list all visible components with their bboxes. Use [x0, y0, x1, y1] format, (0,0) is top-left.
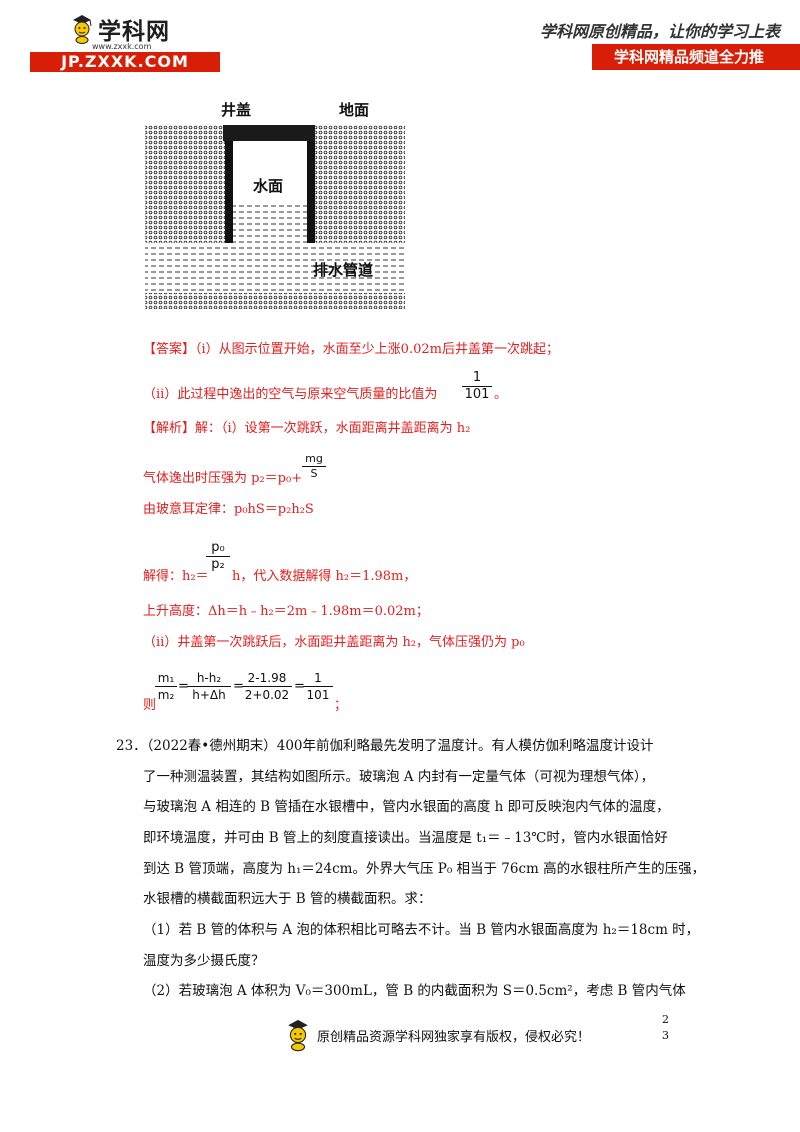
soil-bottom	[145, 293, 405, 309]
analysis-line-6: （ii）井盖第一次跳跃后，水面距井盖距离为 h₂，气体压强仍为 p₀	[143, 635, 525, 650]
question-line-9: （2）若玻璃泡 A 体积为 V₀＝300mL，管 B 的内截面积为 S＝0.5c…	[143, 983, 686, 999]
shaft-wall-right	[307, 141, 315, 243]
header-slogan-bar: 学科网精品频道全力推	[592, 44, 800, 70]
manhole-diagram	[145, 125, 405, 309]
pipe-water	[145, 243, 405, 293]
ratio-fraction-result: 1 101	[303, 670, 333, 703]
shaft-wall-left	[225, 141, 233, 243]
question-line-7: （1）若 B 管的体积与 A 泡的体积相比可略去不计。当 B 管内水银面高度为 …	[143, 922, 700, 938]
analysis-line-2: 气体逸出时压强为 p₂＝p₀+	[143, 471, 303, 486]
label-ground: 地面	[339, 101, 370, 119]
answer-line-2: （ii）此过程中逸出的空气与原来空气质量的比值为	[143, 387, 438, 402]
logo-top: 学科网	[70, 12, 170, 46]
answer-line-1: 【答案】（i）从图示位置开始，水面至少上涨0.02m后井盖第一次跳起；	[143, 342, 559, 357]
ratio-prefix: 则	[143, 698, 157, 713]
footer: 原创精品资源学科网独家享有版权，侵权必究！	[285, 1015, 590, 1055]
mascot-icon	[288, 1019, 308, 1052]
analysis-line-4: 解得：h₂＝	[143, 569, 209, 584]
label-pipe: 排水管道	[313, 261, 374, 279]
question-line-6: 水银槽的横截面积远大于 B 管的横截面积。求：	[143, 891, 432, 907]
answer-tag: 【答案】	[143, 342, 196, 357]
p0-over-p2-fraction: p₀ p₂	[206, 540, 230, 573]
shaft-water	[233, 205, 307, 243]
question-line-8: 温度为多少摄氏度？	[143, 953, 265, 969]
ratio-fraction-m: m₁ m₂	[155, 670, 177, 703]
label-water: 水面	[253, 177, 284, 195]
manhole-cover	[223, 125, 315, 141]
question-line-5: 到达 B 管顶端，高度为 h₁＝24cm。外界大气压 P₀ 相当于 76cm 高…	[143, 861, 706, 877]
analysis-tag: 【解析】	[143, 421, 196, 436]
analysis-line-3: 由玻意耳定律：p₀hS＝p₂h₂S	[143, 502, 314, 517]
question-line-3: 与玻璃泡 A 相连的 B 管插在水银槽中，管内水银面的高度 h 即可反映泡内气体…	[143, 799, 670, 815]
question-line-4: 即环境温度，并可由 B 管上的刻度直接读出。当温度是 t₁＝﹣13℃时，管内水银…	[143, 830, 668, 846]
header-slogan: 学科网原创精品，让你的学习上表	[540, 22, 781, 41]
ratio-fraction-h: h-h₂ h+Δh	[187, 670, 231, 703]
question-line-1: 23．（2022春•德州期末）400年前伽利略最先发明了温度计。有人模仿伽利略温…	[116, 738, 654, 754]
analysis-line-5: 上升高度：Δh＝h﹣h₂＝2m﹣1.98m＝0.02m；	[143, 604, 429, 619]
mascot-icon	[73, 15, 92, 44]
label-cover: 井盖	[221, 101, 252, 119]
shaft-air	[233, 141, 307, 205]
ratio-fraction-values: 2-1.98 2+0.02	[242, 670, 292, 703]
logo-url: www.zxxk.com	[92, 42, 152, 51]
mg-over-s-fraction: mg S	[302, 452, 326, 481]
soil-right	[315, 125, 405, 243]
manhole-figure: 井盖 地面 水面 排水管道	[143, 95, 405, 315]
footer-copyright: 原创精品资源学科网独家享有版权，侵权必究！	[317, 1029, 591, 1045]
analysis-line-1: 【解析】解：（i）设第一次跳跃，水面距离井盖距离为 h₂	[143, 421, 471, 436]
question-line-2: 了一种测温装置，其结构如图所示。玻璃泡 A 内封有一定量气体（可视为理想气体），	[143, 769, 655, 785]
answer-fraction: 1 101	[462, 370, 492, 403]
page-number: 2 3	[662, 1013, 669, 1042]
logo-bar: JP.ZXXK.COM	[30, 52, 220, 72]
logo-name: 学科网	[98, 19, 170, 45]
soil-left	[145, 125, 225, 243]
zxxk-logo: 学科网 www.zxxk.com JP.ZXXK.COM	[30, 12, 220, 72]
